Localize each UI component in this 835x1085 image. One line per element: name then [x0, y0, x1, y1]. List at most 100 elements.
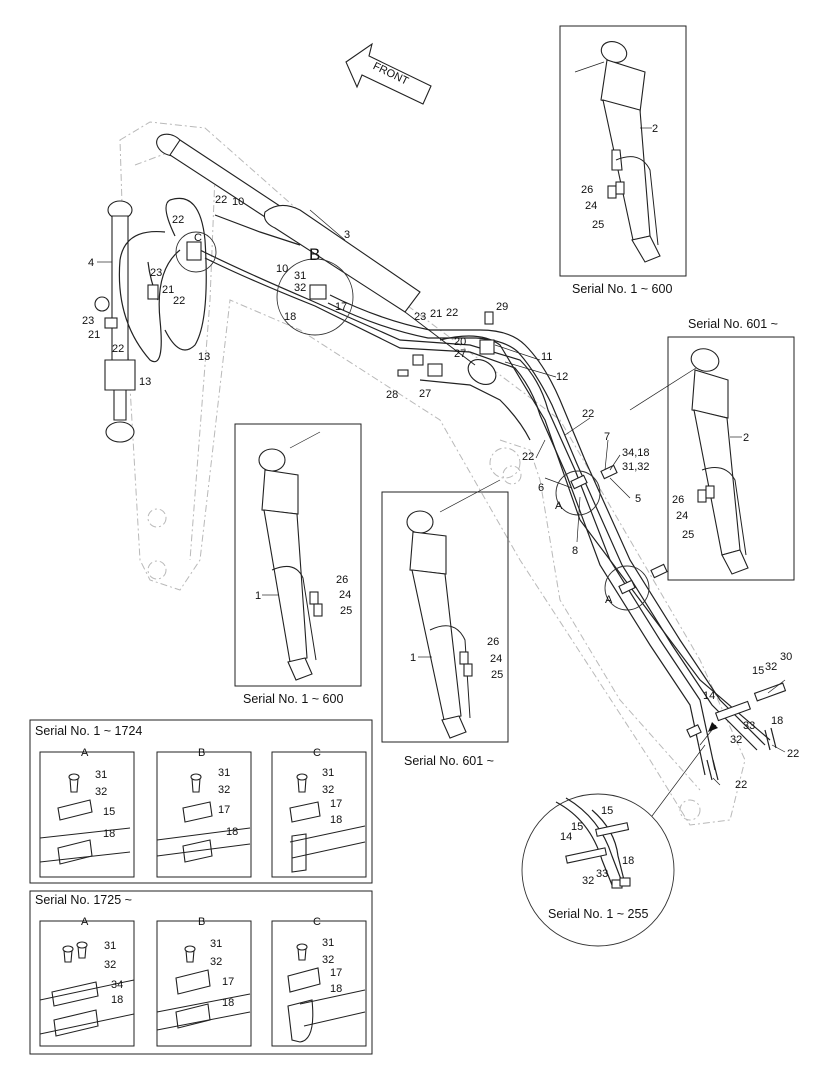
label-31-a: 31: [294, 270, 306, 282]
label-13-b: 13: [198, 351, 210, 363]
label-32-c: 32: [730, 734, 742, 746]
inset4-label-26: 26: [487, 636, 499, 648]
label-22-g: 22: [522, 451, 534, 463]
label-22-b: 22: [172, 214, 184, 226]
label-27-a: 27: [454, 348, 466, 360]
detail-label-18: 18: [622, 855, 634, 867]
detail-a-label-1: A: [555, 500, 563, 512]
box1-a-title: A: [81, 747, 89, 759]
detail-circles: B C A A: [175, 231, 650, 611]
box1-b-17: 17: [218, 804, 230, 816]
boom-cylinder: [156, 133, 497, 386]
inset4-label-1: 1: [410, 652, 416, 664]
front-arrow: FRONT: [345, 42, 432, 105]
label-22-h: 22: [787, 748, 799, 760]
label-14-a: 14: [703, 690, 715, 702]
box2-c-title: C: [313, 916, 321, 928]
inset-boom-cyl-1-600: 2 26 24 25 Serial No. 1 ~ 600: [559, 25, 687, 296]
box1-b-31: 31: [218, 767, 230, 779]
label-23-a: 23: [150, 267, 162, 279]
label-10-a: 10: [232, 196, 244, 208]
inset4-label-25: 25: [491, 669, 503, 681]
detail-label-32: 32: [582, 875, 594, 887]
label-22-d: 22: [112, 343, 124, 355]
box1-c-title: C: [313, 747, 321, 759]
label-29: 29: [496, 301, 508, 313]
box1-a-15: 15: [103, 806, 115, 818]
clamps: [94, 241, 702, 738]
label-11: 11: [541, 351, 552, 363]
label-17-a: 17: [335, 301, 347, 313]
label-3: 3: [344, 229, 350, 241]
inset1-label-25: 25: [592, 219, 604, 231]
label-4: 4: [88, 257, 94, 269]
box2-b-title: B: [198, 916, 205, 928]
box1-a-18: 18: [103, 828, 115, 840]
inset3-label-24: 24: [339, 589, 351, 601]
label-13-a: 13: [139, 376, 151, 388]
label-21-c: 21: [430, 308, 442, 320]
box1-c-17: 17: [330, 798, 342, 810]
label-15-a: 15: [752, 665, 764, 677]
box2-b-32: 32: [210, 956, 222, 968]
detail-serial-1-255: 15 15 14 18 33 32 Serial No. 1 ~ 255: [521, 744, 706, 947]
inset1-caption: Serial No. 1 ~ 600: [572, 282, 672, 296]
box1-b-18: 18: [226, 826, 238, 838]
box2-caption: Serial No. 1725 ~: [35, 893, 132, 907]
label-28: 28: [386, 389, 398, 401]
box2-b-17: 17: [222, 976, 234, 988]
label-32-b: 32: [765, 661, 777, 673]
detail-label-14: 14: [560, 831, 572, 843]
label-22-a: 22: [215, 194, 227, 206]
label-18-b: 18: [771, 715, 783, 727]
label-22-c: 22: [173, 295, 185, 307]
detail-a-label-2: A: [605, 594, 613, 606]
label-6: 6: [538, 482, 544, 494]
inset3-label-25: 25: [340, 605, 352, 617]
label-33-a: 33: [743, 720, 755, 732]
box1-c-32: 32: [322, 784, 334, 796]
box2-a-title: A: [81, 916, 89, 928]
box1-c-18: 18: [330, 814, 342, 826]
detail-c-circle: [175, 231, 217, 273]
detail-b-label: B: [309, 245, 320, 264]
label-12: 12: [556, 371, 568, 383]
main-labels: 3 4 22 10 22 23 21 22 23 21 22 13 13 10 …: [82, 194, 799, 791]
label-31-32: 31,32: [622, 461, 650, 473]
box1-caption: Serial No. 1 ~ 1724: [35, 724, 142, 738]
label-34-18: 34,18: [622, 447, 650, 459]
label-10-b: 10: [276, 263, 288, 275]
label-22-i: 22: [735, 779, 747, 791]
box2-a-34: 34: [111, 979, 123, 991]
inset-arm-cyl-1-600: 1 26 24 25 Serial No. 1 ~ 600: [234, 423, 362, 706]
inset2-label-25: 25: [682, 529, 694, 541]
box1-a-31: 31: [95, 769, 107, 781]
label-32-a: 32: [294, 282, 306, 294]
detail-b-circle: [276, 258, 354, 336]
box1-a-32: 32: [95, 786, 107, 798]
inset1-label-24: 24: [585, 200, 597, 212]
detail-label-15-a: 15: [601, 805, 613, 817]
box2-a-31: 31: [104, 940, 116, 952]
label-30: 30: [780, 651, 792, 663]
label-20: 20: [454, 336, 466, 348]
label-23-c: 23: [414, 311, 426, 323]
inset3-label-26: 26: [336, 574, 348, 586]
label-21-b: 21: [88, 329, 100, 341]
inset2-label-2: 2: [743, 432, 749, 444]
box2-a-32: 32: [104, 959, 116, 971]
hose-ends: [699, 682, 787, 781]
label-22-f: 22: [582, 408, 594, 420]
label-27-b: 27: [419, 388, 431, 400]
clamp-box-1-1724: Serial No. 1 ~ 1724 A 31 32 15 18 B 31 3…: [29, 719, 373, 884]
inset1-label-26: 26: [581, 184, 593, 196]
label-5: 5: [635, 493, 641, 505]
box2-c-31: 31: [322, 937, 334, 949]
box1-b-32: 32: [218, 784, 230, 796]
inset3-caption: Serial No. 1 ~ 600: [243, 692, 343, 706]
label-18-a: 18: [284, 311, 296, 323]
inset-boom-cyl-601: Serial No. 601 ~ 2 26 24 25: [629, 317, 795, 581]
inset2-caption: Serial No. 601 ~: [688, 317, 778, 331]
inset4-caption: Serial No. 601 ~: [404, 754, 494, 768]
box2-a-18: 18: [111, 994, 123, 1006]
